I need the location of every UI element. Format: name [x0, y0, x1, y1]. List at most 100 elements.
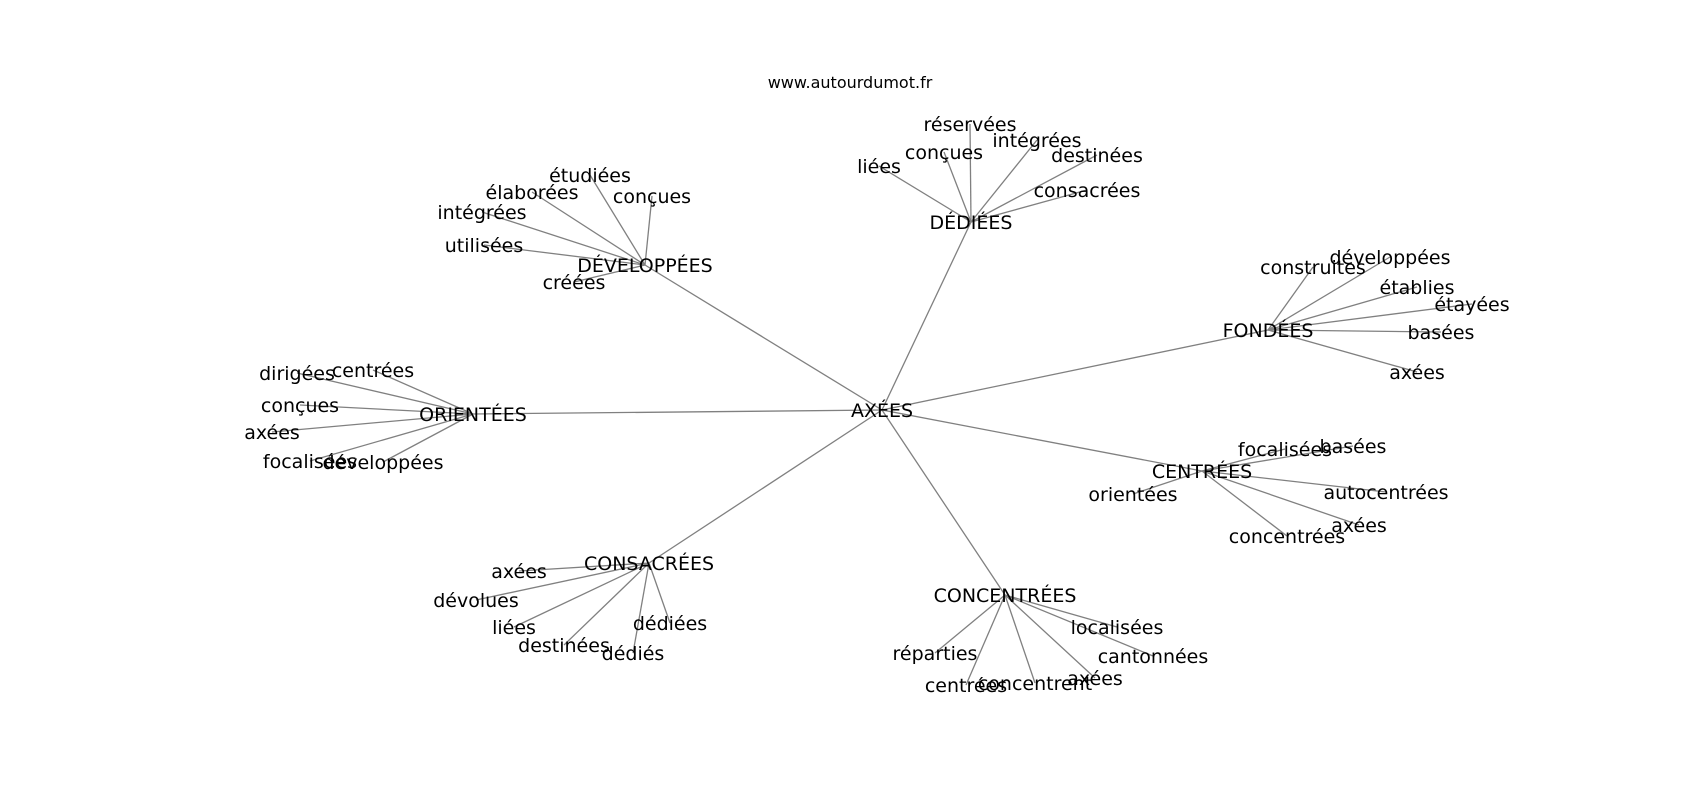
leaf-node: intégrées — [437, 202, 526, 224]
edge-group-to-leaf — [1201, 445, 1354, 472]
leaf-node: conçues — [261, 395, 339, 417]
group-node: CONSACRÉES — [584, 552, 714, 575]
leaf-node: autocentrées — [1323, 482, 1448, 504]
leaf-node: concentrées — [1229, 526, 1345, 548]
edge-group-to-leaf — [1267, 266, 1314, 331]
leaf-node: consacrées — [1034, 180, 1141, 202]
edge-group-to-leaf — [1004, 594, 1154, 657]
leaf-node: axées — [491, 561, 547, 583]
group-node: DÉVELOPPÉES — [577, 254, 713, 277]
edge-group-to-leaf — [372, 369, 474, 415]
leaf-node: réservées — [923, 114, 1016, 136]
edge-group-to-leaf — [589, 174, 646, 266]
edge-group-to-leaf — [518, 562, 650, 572]
edge-group-to-leaf — [481, 211, 646, 266]
group-node: ORIENTÉES — [419, 403, 527, 426]
leaf-node: créées — [543, 272, 606, 294]
edge-group-to-leaf — [970, 154, 1098, 223]
edge-group-to-leaf — [1267, 303, 1473, 331]
edge-group-to-leaf — [299, 404, 474, 415]
edge-group-to-leaf — [878, 165, 972, 223]
group-node: CENTRÉES — [1152, 460, 1252, 483]
edge-root-to-group — [881, 221, 972, 411]
edge-group-to-leaf — [1004, 594, 1118, 628]
site-watermark: www.autourdumot.fr — [768, 73, 933, 92]
leaf-node: centrées — [925, 675, 1007, 697]
leaf-node: conçues — [613, 186, 691, 208]
leaf-node: localisées — [1071, 617, 1164, 639]
leaf-node: basées — [1320, 436, 1387, 458]
edge-group-to-leaf — [1267, 329, 1442, 333]
leaf-node: dédiées — [633, 613, 707, 635]
group-node: FONDÉES — [1223, 319, 1314, 342]
edge-group-to-leaf — [483, 244, 646, 266]
leaf-node: réparties — [893, 643, 978, 665]
edge-group-to-leaf — [1201, 470, 1288, 537]
leaf-node: basées — [1408, 322, 1475, 344]
edge-root-to-group — [472, 409, 883, 415]
leaf-node: développées — [1330, 247, 1451, 269]
edge-group-to-leaf — [943, 151, 972, 223]
edge-group-to-leaf — [1201, 470, 1387, 493]
edge-group-to-leaf — [309, 413, 474, 462]
edge-group-to-leaf — [970, 189, 1088, 223]
leaf-node: concentrent — [978, 673, 1092, 695]
edge-group-to-leaf — [644, 195, 653, 266]
edge-root-to-group — [881, 409, 1203, 472]
edge-group-to-leaf — [1201, 470, 1360, 526]
edges-layer — [271, 123, 1473, 686]
leaf-node: axées — [1067, 668, 1123, 690]
edge-root-to-group — [881, 329, 1269, 411]
leaf-node: intégrées — [992, 130, 1081, 152]
edge-group-to-leaf — [382, 413, 474, 463]
leaf-node: utilisées — [445, 235, 524, 257]
edge-root-to-group — [648, 409, 883, 564]
leaf-node: orientées — [1088, 484, 1177, 506]
leaf-node: axées — [1331, 515, 1387, 537]
edge-group-to-leaf — [1132, 470, 1203, 495]
edge-group-to-leaf — [1267, 256, 1391, 331]
edge-group-to-leaf — [965, 594, 1006, 686]
edge-group-to-leaf — [1201, 448, 1286, 472]
edge-group-to-leaf — [969, 123, 972, 223]
leaf-node: axées — [1389, 362, 1445, 384]
leaf-node: liées — [857, 156, 901, 178]
edge-group-to-leaf — [1267, 329, 1418, 373]
leaf-node: destinées — [1051, 145, 1143, 167]
leaf-node: centrées — [332, 360, 414, 382]
edge-group-to-leaf — [271, 413, 474, 433]
leaf-node: dirigées — [259, 363, 335, 385]
root-node: AXÉES — [851, 399, 913, 422]
leaf-node: focalisées — [1238, 439, 1332, 461]
leaf-node: établies — [1380, 277, 1455, 299]
edge-group-to-leaf — [632, 562, 650, 654]
edge-group-to-leaf — [563, 562, 650, 646]
leaf-node: focalisées — [263, 451, 357, 473]
leaf-node: construites — [1260, 257, 1366, 279]
leaf-node: liées — [492, 617, 536, 639]
edge-root-to-group — [881, 409, 1006, 596]
leaf-node: dévolues — [433, 590, 519, 612]
leaf-node: élaborées — [486, 182, 579, 204]
edge-group-to-leaf — [648, 562, 671, 624]
edge-root-to-group — [644, 264, 883, 411]
group-node: DÉDIÉES — [930, 211, 1013, 234]
leaf-node: dédiés — [602, 643, 665, 665]
edge-group-to-leaf — [531, 191, 646, 266]
leaf-node: destinées — [518, 635, 610, 657]
leaf-node: axées — [244, 422, 300, 444]
leaf-node: cantonnées — [1098, 646, 1209, 668]
edge-group-to-leaf — [970, 139, 1038, 223]
edge-group-to-leaf — [1004, 594, 1036, 684]
edge-group-to-leaf — [513, 562, 650, 628]
edge-group-to-leaf — [475, 562, 650, 601]
edge-group-to-leaf — [573, 264, 646, 283]
labels-layer: www.autourdumot.fr AXÉESDÉVELOPPÉESétudi… — [244, 73, 1509, 697]
edge-group-to-leaf — [296, 372, 474, 415]
edge-group-to-leaf — [1267, 286, 1418, 331]
leaf-node: développées — [323, 452, 444, 474]
leaf-node: conçues — [905, 142, 983, 164]
edge-group-to-leaf — [1004, 594, 1096, 679]
edge-group-to-leaf — [934, 594, 1006, 654]
